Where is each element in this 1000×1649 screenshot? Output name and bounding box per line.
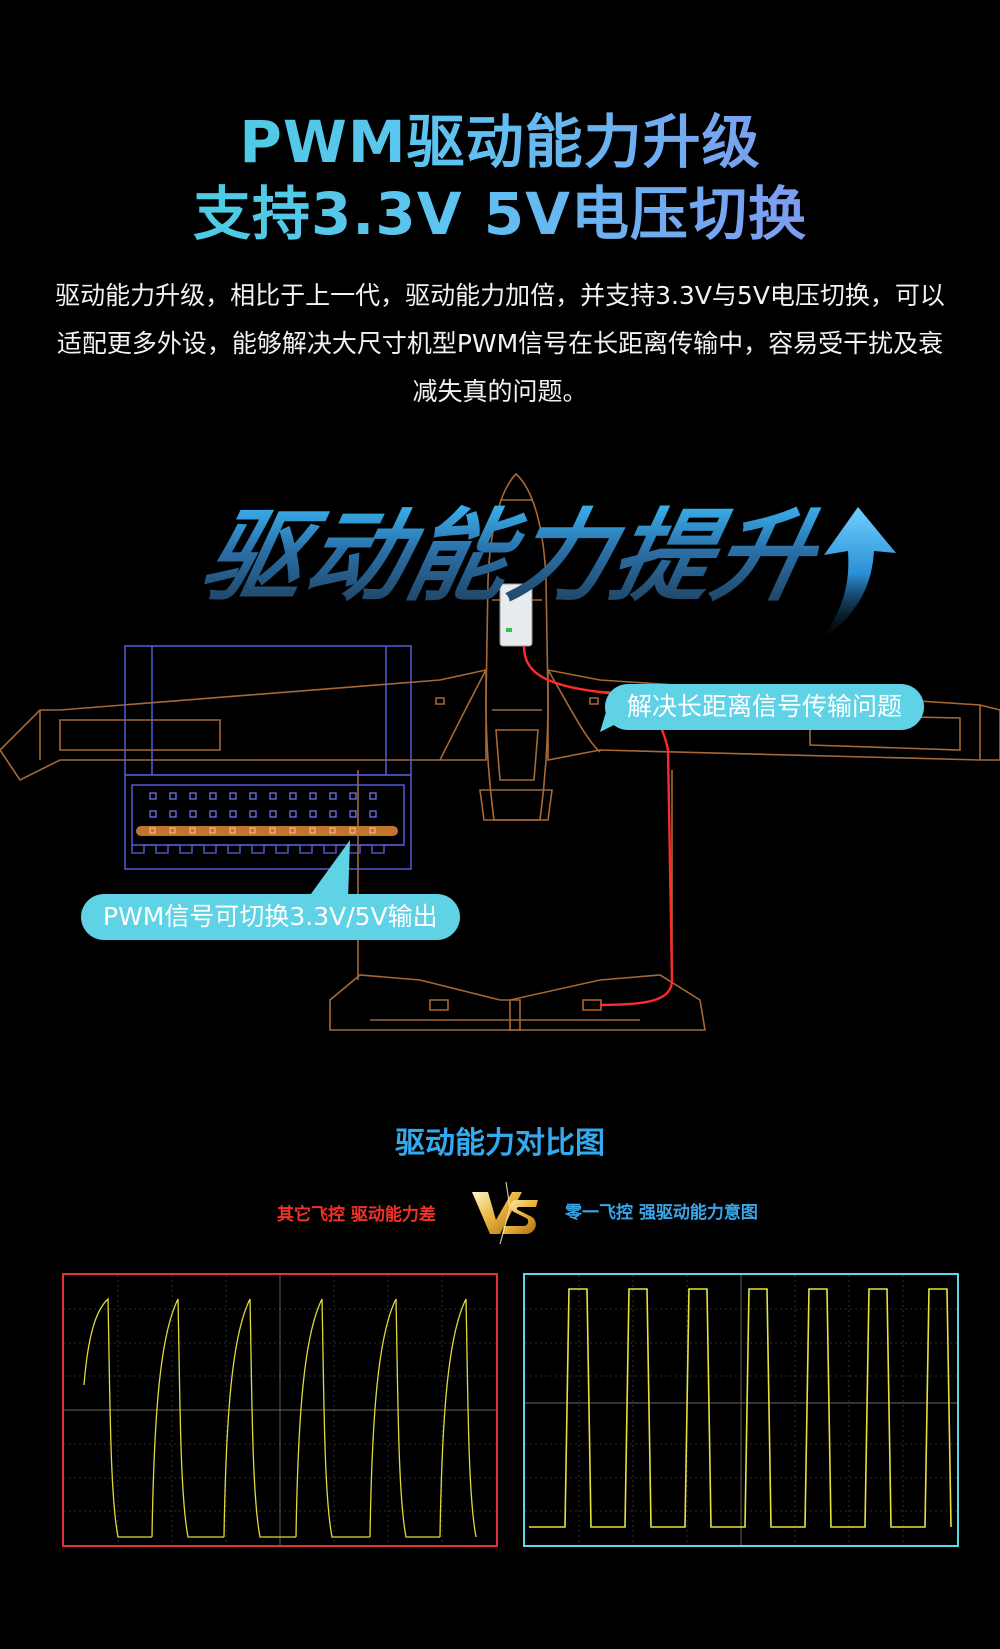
comparison-label-ours: 零一飞控 强驱动能力意图: [565, 1203, 758, 1223]
pwm-connector-illustration: [124, 645, 412, 870]
comparison-title: 驱动能力对比图: [395, 1126, 605, 1161]
hero-title: 驱动能力提升: [192, 498, 830, 615]
page-title-line-1: PWM驱动能力升级: [0, 106, 1000, 178]
oscilloscope-weak-signal: [62, 1273, 498, 1547]
callout-pwm-voltage: PWM信号可切换3.3V/5V输出: [81, 894, 460, 940]
oscilloscope-strong-signal: [523, 1273, 959, 1547]
comparison-label-other: 其它飞控 驱动能力差: [277, 1205, 436, 1225]
callout-long-distance: 解决长距离信号传输问题: [605, 684, 925, 730]
vs-emblem-icon: [472, 1181, 538, 1245]
page-title-line-2: 支持3.3V 5V电压切换: [0, 178, 1000, 250]
aircraft-outline-illustration: [0, 472, 1000, 1031]
intro-paragraph: 驱动能力升级，相比于上一代，驱动能力加倍，并支持3.3V与5V电压切换，可以适配…: [55, 281, 945, 406]
up-arrow-icon: [820, 507, 896, 641]
